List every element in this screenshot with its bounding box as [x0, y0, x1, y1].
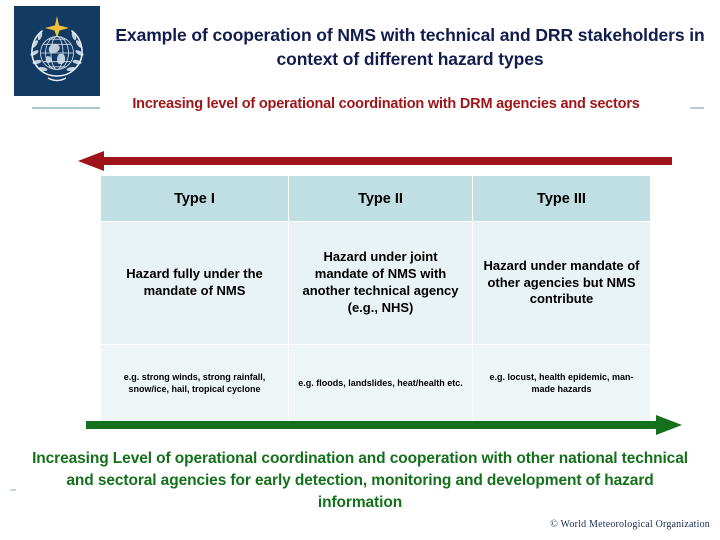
column-header-type-3: Type III	[472, 175, 651, 222]
examples-cell-type-1: e.g. strong winds, strong rainfall, snow…	[100, 344, 289, 422]
divider-left	[32, 107, 100, 109]
mandate-cell-type-2: Hazard under joint mandate of NMS with a…	[288, 221, 473, 345]
table-row-headers: Type I Type II Type III	[100, 175, 651, 222]
bottom-caption: Increasing Level of operational coordina…	[32, 450, 688, 511]
copyright-notice: © World Meteorological Organization	[550, 519, 710, 530]
red-left-arrow-icon	[78, 150, 672, 172]
column-header-type-2: Type II	[288, 175, 473, 222]
hazard-type-matrix: Type I Type II Type III Hazard fully und…	[100, 175, 651, 422]
slide-title: Example of cooperation of NMS with techn…	[115, 25, 705, 69]
mandate-cell-type-1: Hazard fully under the mandate of NMS	[100, 221, 289, 345]
table-row-mandate: Hazard fully under the mandate of NMS Ha…	[100, 221, 651, 345]
wmo-logo	[14, 6, 100, 96]
examples-cell-type-2: e.g. floods, landslides, heat/health etc…	[288, 344, 473, 422]
examples-cell-type-3: e.g. locust, health epidemic, man-made h…	[472, 344, 651, 422]
green-right-arrow-icon	[86, 414, 682, 436]
column-header-type-1: Type I	[100, 175, 289, 222]
subtitle-band: Increasing level of operational coordina…	[0, 96, 720, 120]
footer-tick	[10, 489, 16, 491]
mandate-cell-type-3: Hazard under mandate of other agencies b…	[472, 221, 651, 345]
divider-right	[690, 107, 704, 109]
subtitle-text: Increasing level of operational coordina…	[132, 96, 640, 112]
table-row-examples: e.g. strong winds, strong rainfall, snow…	[100, 344, 651, 422]
